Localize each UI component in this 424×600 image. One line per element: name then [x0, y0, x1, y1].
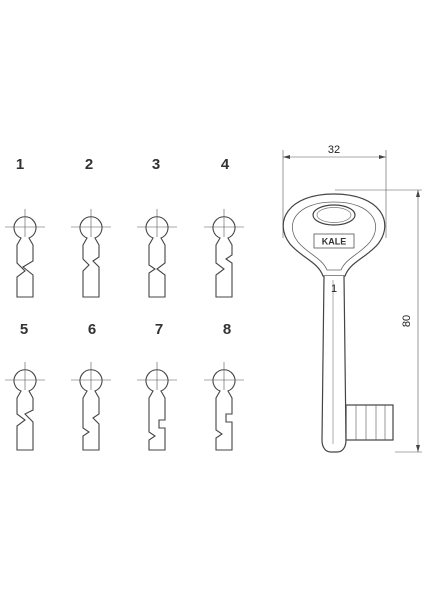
bit-number: 1	[331, 283, 337, 295]
profile-number-2: 2	[85, 156, 93, 173]
profile-number-4: 4	[221, 156, 230, 173]
profile-number-3: 3	[152, 156, 160, 173]
keyhole-profile-6	[71, 362, 111, 451]
profile-number-7: 7	[155, 321, 163, 338]
keyhole-profile-5	[5, 362, 45, 451]
keyhole-profile-2	[71, 209, 111, 298]
profile-number-1: 1	[16, 156, 24, 173]
keyhole-profile-8	[204, 362, 244, 451]
brand-stamp: KALE	[322, 237, 347, 247]
width-label: 32	[328, 144, 340, 156]
keyhole-profile-3	[137, 209, 177, 298]
profile-number-8: 8	[223, 321, 231, 338]
width-dimension: 32	[282, 144, 387, 238]
profile-number-5: 5	[20, 321, 28, 338]
keyhole-profile-7	[137, 362, 177, 451]
keyhole-profile-4	[204, 209, 244, 298]
profile-number-6: 6	[88, 321, 96, 338]
keyhole-profile-1	[5, 209, 45, 298]
key-drawing: KALE 1	[282, 193, 394, 453]
length-dimension: 80	[335, 189, 422, 453]
length-label: 80	[401, 315, 413, 327]
